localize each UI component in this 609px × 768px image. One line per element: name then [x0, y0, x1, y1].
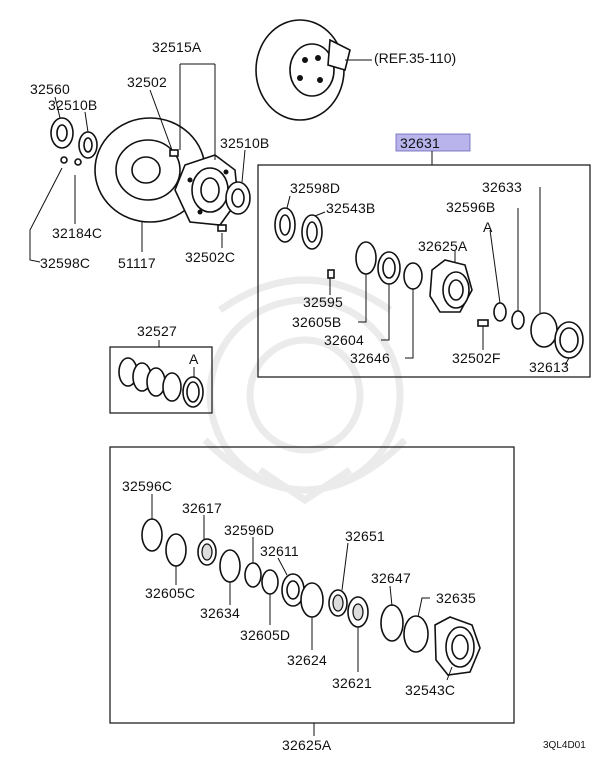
- label-32510b-left: 32510B: [48, 97, 97, 113]
- kit-box-32631: [257, 164, 591, 378]
- label-32543b: 32543B: [326, 200, 375, 216]
- kit-title-32625a[interactable]: 32625A: [282, 737, 332, 753]
- label-32621: 32621: [332, 675, 372, 691]
- label-32625a-kit: 32625A: [418, 238, 468, 254]
- bearing-32510b-left: [78, 131, 98, 159]
- label-32651: 32651: [345, 528, 385, 544]
- label-32502f: 32502F: [452, 350, 501, 366]
- label-32611: 32611: [260, 543, 299, 559]
- label-32624: 32624: [287, 652, 327, 668]
- reference-disc-drawing: [255, 19, 351, 121]
- kit-32527-rings: [118, 357, 204, 408]
- label-32560: 32560: [30, 81, 70, 97]
- label-32502c: 32502C: [185, 249, 235, 265]
- label-32543c: 32543C: [405, 682, 455, 698]
- label-32634: 32634: [200, 605, 240, 621]
- kit-32631-parts: [274, 207, 584, 359]
- oil-seal-32560: [50, 117, 74, 149]
- label-32605b: 32605B: [292, 314, 341, 330]
- label-32596b: 32596B: [446, 199, 495, 215]
- label-32605c: 32605C: [145, 585, 195, 601]
- label-32515a: 32515A: [152, 39, 202, 55]
- label-32598c: 32598C: [40, 255, 90, 271]
- hub-32515a: [174, 154, 239, 226]
- label-32617: 32617: [182, 500, 222, 516]
- label-a-32631: A: [483, 219, 493, 235]
- kit-box-32625a: [109, 446, 515, 724]
- nut-32598c: [60, 156, 68, 164]
- reference-text: (REF.35-110): [374, 50, 456, 66]
- kit-box-32527: [109, 346, 213, 414]
- label-51117: 51117: [118, 255, 156, 271]
- label-32604: 32604: [324, 332, 364, 348]
- label-32184c: 32184C: [52, 225, 102, 241]
- label-32595: 32595: [303, 294, 343, 310]
- label-a-32527: A: [189, 351, 199, 367]
- label-32613: 32613: [529, 359, 569, 375]
- bolt-32502c: [217, 224, 227, 232]
- label-32510b-right: 32510B: [220, 135, 269, 151]
- kit-title-32527[interactable]: 32527: [137, 323, 177, 339]
- diagram-code: 3QL4D01: [543, 740, 586, 751]
- bolt-32502: [169, 149, 179, 157]
- watermark-emblem: [202, 276, 408, 505]
- kit-title-32631[interactable]: 32631: [400, 135, 440, 151]
- label-32635: 32635: [436, 590, 476, 606]
- nut-32184c: [74, 158, 82, 166]
- bearing-32510b-right: [225, 181, 251, 215]
- label-32646: 32646: [350, 350, 390, 366]
- label-32596c: 32596C: [122, 478, 172, 494]
- label-32502: 32502: [127, 74, 167, 90]
- label-32633: 32633: [482, 179, 522, 195]
- label-32647: 32647: [371, 570, 411, 586]
- label-32598d: 32598D: [290, 180, 340, 196]
- label-32596d: 32596D: [224, 522, 274, 538]
- label-32605d: 32605D: [240, 627, 290, 643]
- highlight-32631: [395, 133, 471, 152]
